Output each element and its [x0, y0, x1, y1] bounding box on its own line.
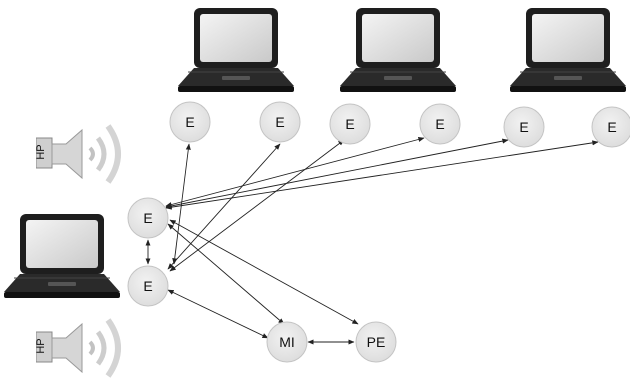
node-pe: PE [355, 321, 397, 363]
node-label: E [345, 116, 354, 132]
edge [165, 137, 425, 207]
laptop-icon [177, 7, 295, 93]
edge [165, 140, 599, 210]
node-e-top-2: E [259, 101, 301, 143]
node-label: PE [367, 334, 386, 350]
node-e-top-5: E [503, 106, 545, 148]
node-label: E [607, 119, 616, 135]
laptop-icon [509, 7, 627, 93]
node-e-top-4: E [419, 103, 461, 145]
edge [167, 223, 285, 325]
edge [165, 138, 509, 209]
speaker-icon-lower: HP [35, 320, 118, 376]
edge [169, 219, 359, 325]
edge [167, 289, 269, 339]
node-label: E [435, 116, 444, 132]
speaker-label-lower: HP [35, 338, 47, 353]
node-label: E [185, 114, 194, 130]
node-label: E [275, 114, 284, 130]
laptop-icon [3, 213, 121, 299]
node-label: E [143, 278, 152, 294]
node-mi: MI [266, 321, 308, 363]
laptop-icon [339, 7, 457, 93]
node-label: E [519, 119, 528, 135]
speaker-icon-upper: HP [35, 126, 118, 182]
edges [145, 137, 599, 345]
node-e-top-1: E [169, 101, 211, 143]
node-e-left-upper: E [127, 197, 169, 239]
edge [169, 139, 345, 272]
node-e-top-3: E [329, 103, 371, 145]
node-label: MI [279, 334, 295, 350]
node-e-left-lower: E [127, 265, 169, 307]
node-e-top-6: E [591, 106, 630, 148]
speaker-label-upper: HP [35, 144, 47, 159]
node-label: E [143, 210, 152, 226]
